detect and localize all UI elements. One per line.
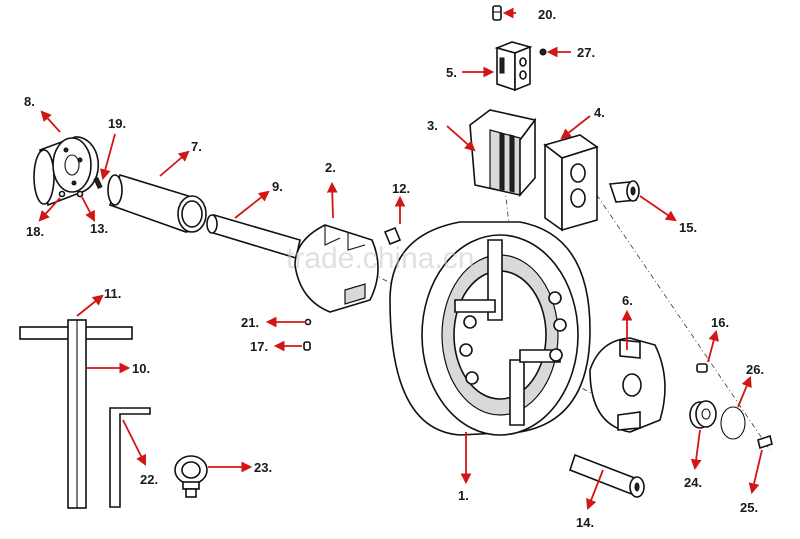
label-16: 16. <box>711 315 729 330</box>
label-21: 21. <box>241 315 259 330</box>
part-13-ball <box>76 190 84 198</box>
arrow-13 <box>81 196 95 222</box>
part-6-flange-plate <box>589 337 666 433</box>
part-14-long-bolt <box>569 453 645 498</box>
part-5-small-block <box>494 41 533 92</box>
label-24: 24. <box>684 475 702 490</box>
label-11: 11. <box>104 286 121 301</box>
part-10-t-handle-wrench <box>19 319 133 509</box>
label-7: 7. <box>191 139 202 154</box>
part-16-set-screw <box>696 363 708 373</box>
arrow-7 <box>159 150 190 177</box>
label-17: 17. <box>250 339 268 354</box>
label-15: 15. <box>679 220 697 235</box>
label-8: 8. <box>24 94 35 109</box>
watermark-text: trade.china.cn <box>286 242 474 275</box>
part-24-bearing <box>689 400 717 429</box>
part-3-upper-block <box>469 109 537 198</box>
part-7-tube <box>107 174 207 233</box>
part-21-ball <box>304 318 312 326</box>
part-18-ball <box>58 190 66 198</box>
arrow-26 <box>737 376 752 408</box>
label-20: 20. <box>538 7 556 22</box>
arrow-18 <box>38 197 61 222</box>
label-22: 22. <box>140 472 158 487</box>
part-20-grease-fitting <box>492 5 502 21</box>
part-23-eye-bolt <box>174 455 208 498</box>
part-26-o-ring <box>720 406 746 440</box>
label-6: 6. <box>622 293 633 308</box>
arrow-22 <box>122 419 146 466</box>
arrow-9 <box>234 190 270 219</box>
part-4-side-block <box>543 134 599 232</box>
part-15-socket-screw <box>608 180 640 203</box>
label-12: 12. <box>392 181 410 196</box>
arrow-3 <box>446 125 476 152</box>
part-17-set-screw <box>303 341 311 351</box>
label-19: 19. <box>108 116 126 131</box>
callout-arrows <box>38 7 763 511</box>
label-9: 9. <box>272 179 283 194</box>
arrow-25 <box>748 449 763 495</box>
label-1: 1. <box>458 488 469 503</box>
label-18: 18. <box>26 224 44 239</box>
label-26: 26. <box>746 362 764 377</box>
part-1-main-body <box>389 221 591 436</box>
label-3: 3. <box>427 118 438 133</box>
label-4: 4. <box>594 105 605 120</box>
label-14: 14. <box>576 515 594 530</box>
arrow-8 <box>40 110 61 133</box>
part-labels: 20. 5. 27. 3. 4. 8. 19. 7. 18. 13. 9. 2.… <box>24 7 764 530</box>
arrow-24 <box>690 429 702 471</box>
label-23: 23. <box>254 460 272 475</box>
arrow-19 <box>100 133 116 181</box>
part-12-key <box>383 226 402 246</box>
arrow-16 <box>707 329 719 363</box>
label-27: 27. <box>577 45 595 60</box>
label-25: 25. <box>740 500 758 515</box>
label-13: 13. <box>90 221 108 236</box>
arrow-14 <box>586 469 604 511</box>
label-5: 5. <box>446 65 457 80</box>
label-10: 10. <box>132 361 150 376</box>
label-2: 2. <box>325 160 336 175</box>
part-27-small-screw <box>539 48 547 56</box>
arrow-2 <box>326 181 338 219</box>
arrow-15 <box>639 195 677 222</box>
part-8-collar <box>33 136 100 207</box>
part-2-die-segment <box>294 224 379 313</box>
arrow-4 <box>560 115 591 140</box>
part-19-pin <box>93 176 103 190</box>
part-22-hex-key <box>109 407 151 508</box>
arrow-11 <box>76 294 104 317</box>
part-25-small-bolt <box>757 434 773 450</box>
